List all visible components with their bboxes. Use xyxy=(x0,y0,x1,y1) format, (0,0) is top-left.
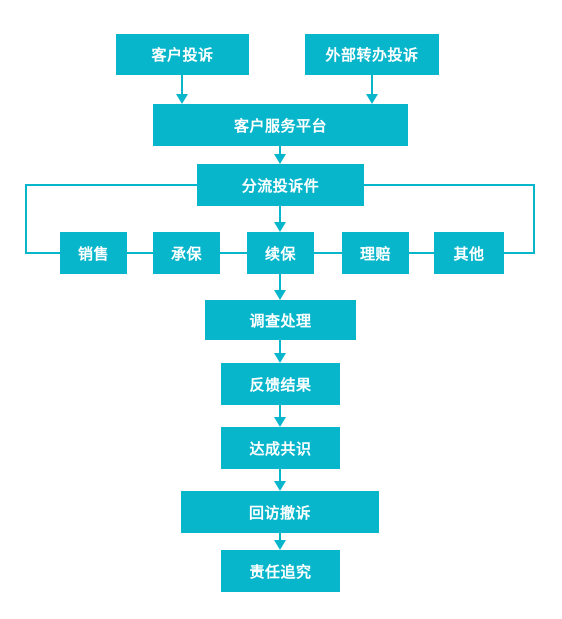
arrowhead xyxy=(274,353,286,363)
arrowhead xyxy=(274,417,286,427)
node-investigation: 调查处理 xyxy=(205,300,356,340)
arrowhead xyxy=(176,94,188,104)
node-branch-claims: 理赔 xyxy=(342,232,409,274)
node-consensus: 达成共识 xyxy=(221,427,340,469)
branch-line-left xyxy=(25,184,197,254)
arrowhead xyxy=(274,481,286,491)
node-revisit: 回访撤诉 xyxy=(181,491,379,533)
branch-line-right xyxy=(364,184,535,254)
node-branch-other: 其他 xyxy=(434,232,504,274)
node-accountability: 责任追究 xyxy=(221,550,340,592)
node-branch-underwriting: 承保 xyxy=(153,232,220,274)
node-service-platform: 客户服务平台 xyxy=(153,104,408,146)
arrowhead xyxy=(274,290,286,300)
arrowhead xyxy=(274,222,286,232)
arrowhead xyxy=(274,540,286,550)
node-external-transfer: 外部转办投诉 xyxy=(305,34,439,75)
node-dispatch: 分流投诉件 xyxy=(197,164,364,206)
node-feedback: 反馈结果 xyxy=(221,363,340,405)
node-customer-complaint: 客户投诉 xyxy=(116,34,249,75)
arrowhead xyxy=(366,94,378,104)
arrowhead xyxy=(274,154,286,164)
node-branch-sales: 销售 xyxy=(60,232,127,274)
node-branch-renewal: 续保 xyxy=(247,232,314,274)
